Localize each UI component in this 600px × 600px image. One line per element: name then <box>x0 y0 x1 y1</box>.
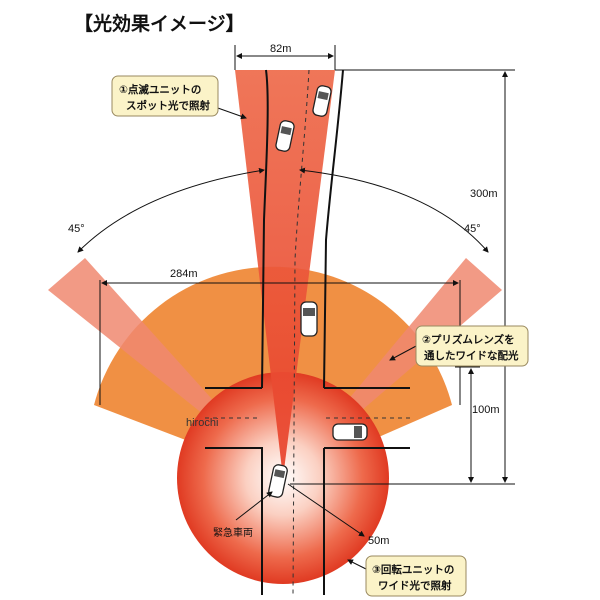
callout-rotate: ③回転ユニットの ワイド光で照射 <box>347 555 467 597</box>
dimension-82m <box>234 45 336 70</box>
label-300m: 300m <box>470 188 498 200</box>
dimension-100m <box>455 366 480 483</box>
radius-pointer <box>287 483 365 537</box>
callout-prism-line1: ②プリズムレンズを <box>422 333 515 346</box>
label-284m: 284m <box>170 268 198 280</box>
page-title: 【光効果イメージ】 <box>74 12 245 35</box>
angle-arc-left <box>77 167 265 253</box>
callout-rotate-line2: ワイド光で照射 <box>378 579 452 592</box>
label-angle-left: 45° <box>68 223 85 235</box>
road-lines <box>205 69 410 595</box>
label-82m: 82m <box>270 43 291 55</box>
car-crossing <box>332 423 368 441</box>
label-100m: 100m <box>472 404 500 416</box>
callout-prism-line2: 通したワイドな配光 <box>424 349 519 362</box>
callout-spot-line1: ①点滅ユニットの <box>119 83 201 96</box>
callout-prism: ②プリズムレンズを 通したワイドな配光 <box>389 325 529 367</box>
watermark: hirochi <box>186 417 218 429</box>
car-top <box>312 85 332 117</box>
car-middle <box>300 301 318 337</box>
callout-rotate-line1: ③回転ユニットの <box>372 563 454 576</box>
callout-spot-line2: スポット光で照射 <box>126 99 210 112</box>
angle-arc-right <box>299 167 489 253</box>
label-emergency-vehicle: 緊急車両 <box>213 526 253 539</box>
label-angle-right: 45° <box>464 223 481 235</box>
label-50m: 50m <box>368 535 389 547</box>
dimension-300m <box>290 69 515 485</box>
callout-spot: ①点滅ユニットの スポット光で照射 <box>111 75 247 120</box>
emergency-vehicle <box>268 464 288 498</box>
car-upper <box>275 120 295 152</box>
vehicle-pointer <box>235 491 273 521</box>
